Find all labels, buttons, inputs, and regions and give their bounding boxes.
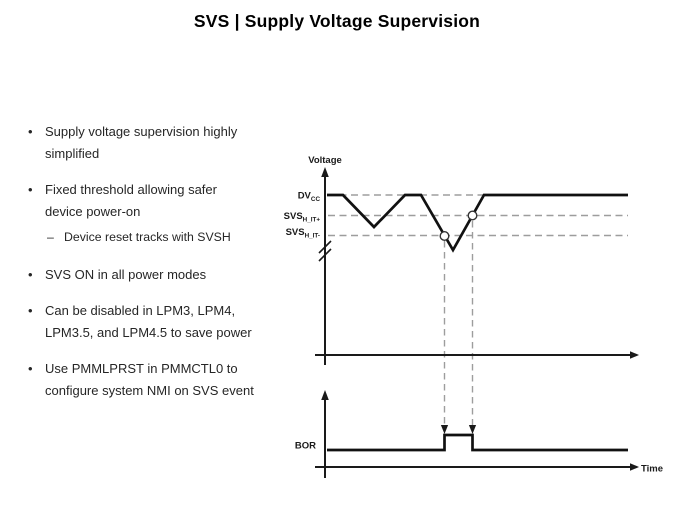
sub-bullet-text-line: Device reset tracks with SVSH <box>64 230 231 244</box>
time-axis-bottom <box>315 463 639 471</box>
bor-waveform <box>327 433 628 452</box>
bullet-marker-icon: • <box>28 182 33 197</box>
level-label-svs-it-minus: SVSH_IT- <box>286 227 320 240</box>
bullet-text-line: Supply voltage supervision highly <box>45 124 238 139</box>
page-title: SVS | Supply Voltage Supervision <box>193 11 481 31</box>
bullet-text-line: SVS ON in all power modes <box>45 266 207 282</box>
list-item: • SVS ON in all power modes <box>28 264 333 286</box>
bor-label: BOR <box>295 441 316 452</box>
level-label-svs-it-plus: SVSH_IT+ <box>284 211 321 224</box>
bor-axis <box>321 390 329 478</box>
list-item: • Use PMMLPRST in PMMCTL0 to configure sys… <box>28 358 333 401</box>
dash-marker-icon: – <box>47 230 54 244</box>
level-label-dvcc: DVCC <box>298 191 321 204</box>
arrow-down-icon <box>440 425 449 434</box>
event-circles <box>439 210 478 241</box>
event-arrowheads <box>440 425 477 434</box>
voltage-axis-label: Voltage <box>308 155 342 166</box>
sub-list-item: –Device reset tracks with SVSH <box>45 227 231 249</box>
axis-arrow-up-icon <box>321 390 329 400</box>
bullet-list: • Supply voltage supervision highly simpli… <box>28 121 333 416</box>
threshold-crossing-circle <box>439 230 450 241</box>
bullet-marker-icon: • <box>28 124 33 139</box>
svs-timing-diagram: Voltage DVCC SVSH_IT+ SVSH_IT- BOR Time <box>284 155 663 478</box>
list-item: • Can be disabled in LPM3, LPM4, LPM3.5, a… <box>28 300 333 343</box>
threshold-lines <box>328 194 628 237</box>
list-item: • Fixed threshold allowing safer device po… <box>28 179 333 249</box>
vcc-waveform <box>327 193 628 253</box>
bullet-text-line: configure system NMI on SVS event <box>45 382 254 398</box>
bullet-text-line: Use PMMLPRST in PMMCTL0 to <box>45 361 238 376</box>
list-item: • Supply voltage supervision highly simpli… <box>28 121 333 164</box>
time-axis-top <box>315 351 639 359</box>
bullet-text-line: device power-on <box>45 203 141 219</box>
threshold-crossing-circle <box>467 210 478 221</box>
axis-arrow-up-icon <box>321 167 329 177</box>
bullet-text-line: Fixed threshold allowing safer <box>45 182 217 197</box>
bullet-text-line: simplified <box>45 145 100 161</box>
arrow-down-icon <box>468 425 477 434</box>
bullet-text-line: LPM3.5, and LPM4.5 to save power <box>45 324 252 340</box>
voltage-axis <box>321 167 329 365</box>
axis-arrow-right-icon <box>630 463 639 471</box>
bullet-marker-icon: • <box>28 361 33 376</box>
axis-break-icon <box>318 240 332 262</box>
axis-arrow-right-icon <box>630 351 639 359</box>
time-axis-label: Time <box>641 464 663 475</box>
bullet-text-line: Can be disabled in LPM3, LPM4, <box>45 303 236 318</box>
bullet-marker-icon: • <box>28 303 33 318</box>
bullet-marker-icon: • <box>28 266 33 282</box>
event-drop-lines <box>443 221 474 425</box>
